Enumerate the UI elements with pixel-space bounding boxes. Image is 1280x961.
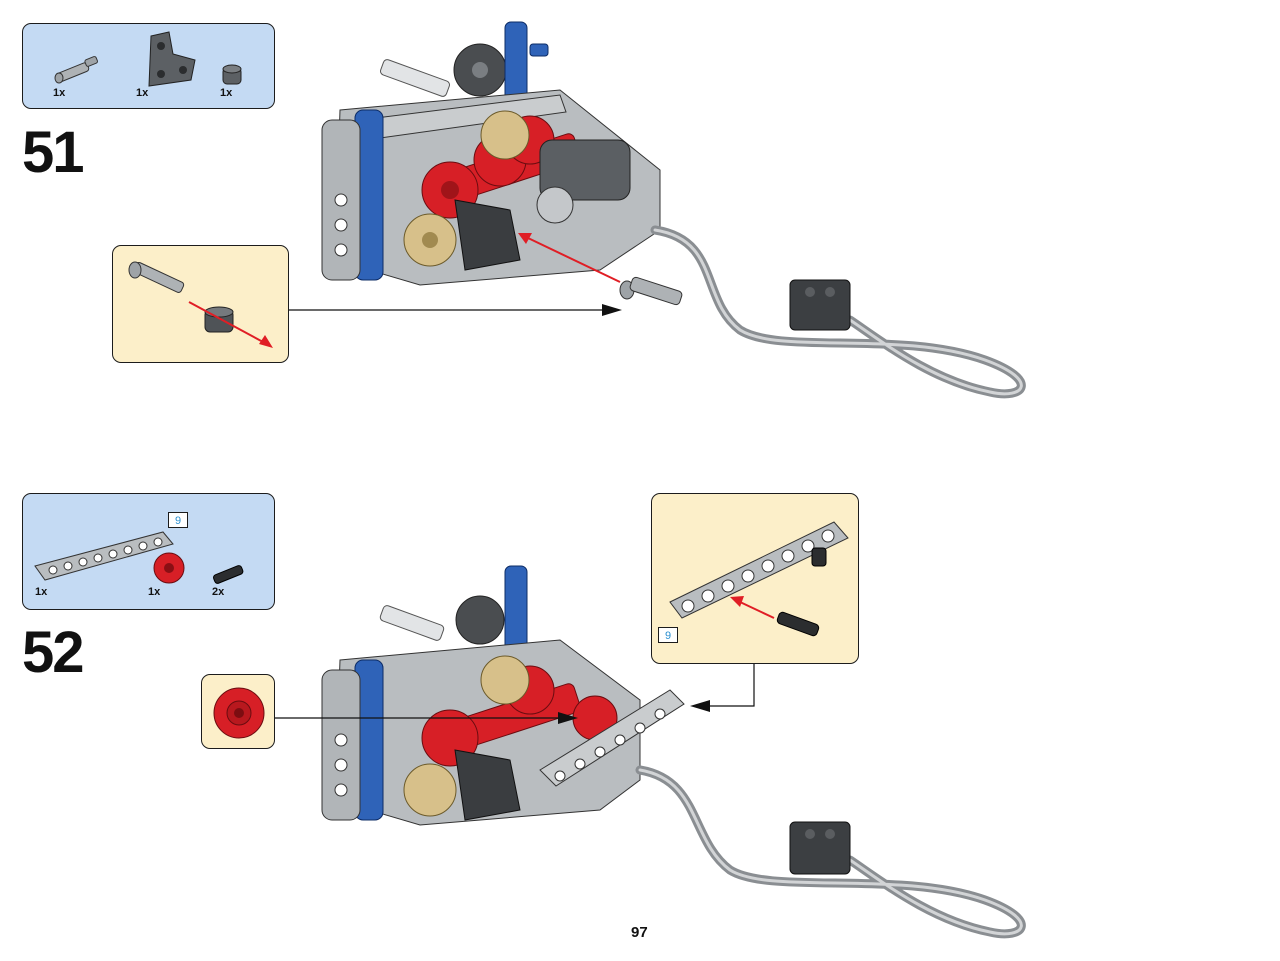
- part-qty-beam-9: 1x: [35, 586, 48, 598]
- callout-arrowhead: [602, 304, 622, 316]
- red-arrowhead: [518, 233, 532, 244]
- triangle-beam-icon: [148, 31, 196, 87]
- white-axle: [379, 605, 445, 641]
- step-number-52: 52: [22, 620, 84, 685]
- length-tag-9: 9: [168, 512, 188, 528]
- tan-gear: [480, 110, 530, 160]
- step52-parts-icons: [34, 531, 244, 584]
- part-qty-red-gear: 1x: [148, 586, 161, 598]
- page-number: 97: [631, 924, 648, 941]
- bush-icon: [222, 64, 242, 85]
- dark-gear: [455, 595, 505, 645]
- motor-body: [539, 139, 631, 201]
- red-arrow: [527, 237, 621, 283]
- step-number-51: 51: [22, 120, 84, 185]
- step51-parts-list: 1x 1x 1x: [22, 23, 275, 109]
- part-qty-black-pin: 2x: [212, 586, 225, 598]
- axle-pin-icon: [128, 261, 185, 293]
- part-qty-bush: 1x: [220, 87, 233, 99]
- red-gear-icon: [213, 687, 265, 739]
- cable-connector: [789, 821, 851, 875]
- red-arrowhead: [259, 335, 273, 348]
- part-qty-triangle-beam: 1x: [136, 87, 149, 99]
- step52-gear-callout: [201, 674, 275, 749]
- black-pin-icon: [776, 547, 827, 637]
- part-qty-axle-pin: 1x: [53, 87, 66, 99]
- step52-beam-callout: 9: [651, 493, 859, 664]
- axle-pin-icon: [619, 276, 683, 306]
- beam-callout-leader-line: [708, 664, 755, 707]
- step52-beam-callout-art: [669, 521, 849, 637]
- beam-callout-arrowhead: [690, 700, 710, 712]
- red-arrow: [188, 301, 264, 343]
- red-arrow: [739, 601, 775, 619]
- gear-callout-arrowhead: [558, 712, 578, 724]
- axle-pin-icon: [54, 56, 98, 84]
- beam-9-icon: [34, 531, 174, 581]
- step51-parts-icons: [54, 31, 242, 87]
- red-arrowhead: [730, 596, 744, 607]
- beam-9-icon: [669, 521, 849, 619]
- step51-callout-art: [128, 261, 273, 348]
- length-tag-9: 9: [658, 627, 678, 643]
- tan-gear: [480, 655, 530, 705]
- step52-parts-list: 9 1x 1x 2x: [22, 493, 275, 610]
- white-axle: [380, 59, 450, 97]
- cable-connector: [789, 279, 851, 331]
- step51-callout: [112, 245, 289, 363]
- black-pin-icon: [212, 565, 244, 584]
- red-gear-icon: [153, 552, 185, 584]
